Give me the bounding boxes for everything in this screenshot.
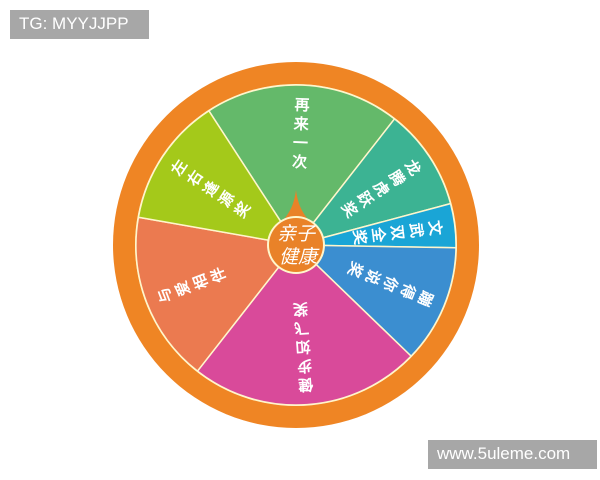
- svg-text:次: 次: [292, 153, 308, 172]
- svg-text:再: 再: [294, 96, 310, 115]
- svg-text:奖: 奖: [350, 229, 370, 247]
- pointer-icon: [282, 190, 310, 222]
- svg-text:蹦: 蹦: [414, 288, 436, 309]
- hub-button[interactable]: [269, 218, 323, 272]
- svg-text:相: 相: [190, 271, 212, 291]
- svg-text:文: 文: [425, 219, 445, 237]
- svg-text:如: 如: [295, 337, 311, 356]
- hub-label-line1: 亲子: [277, 223, 317, 245]
- svg-text:与: 与: [154, 285, 176, 305]
- svg-text:双: 双: [387, 224, 407, 241]
- svg-text:武: 武: [406, 222, 426, 239]
- svg-text:一: 一: [293, 134, 309, 153]
- svg-text:伴: 伴: [207, 265, 230, 286]
- svg-text:来: 来: [292, 115, 310, 134]
- wheel-segments: [135, 84, 457, 406]
- wheel-segment-labels: 再来一次龙腾虎跃奖文武双全奖蹦得你说奖健步如飞奖与爱相伴左右逢源奖: [154, 96, 445, 394]
- wheel-segment: [207, 84, 396, 247]
- svg-text:步: 步: [296, 356, 312, 375]
- svg-text:健: 健: [298, 375, 314, 394]
- watermark-bottom-right: www.5uleme.com: [428, 440, 597, 469]
- wheel-segment: [196, 243, 413, 406]
- svg-text:得: 得: [397, 280, 420, 302]
- svg-text:说: 说: [361, 266, 383, 287]
- wheel-segment: [137, 109, 298, 247]
- svg-text:全: 全: [368, 225, 388, 244]
- wheel-segment: [294, 244, 457, 358]
- svg-text:爱: 爱: [172, 278, 194, 298]
- svg-text:奖: 奖: [291, 299, 308, 318]
- wheel-segment: [135, 216, 298, 373]
- hub-label-line2: 健康: [279, 246, 320, 268]
- svg-text:飞: 飞: [294, 318, 310, 337]
- svg-text:你: 你: [379, 273, 402, 295]
- watermark-top-left: TG: MYYJJPP: [10, 10, 149, 39]
